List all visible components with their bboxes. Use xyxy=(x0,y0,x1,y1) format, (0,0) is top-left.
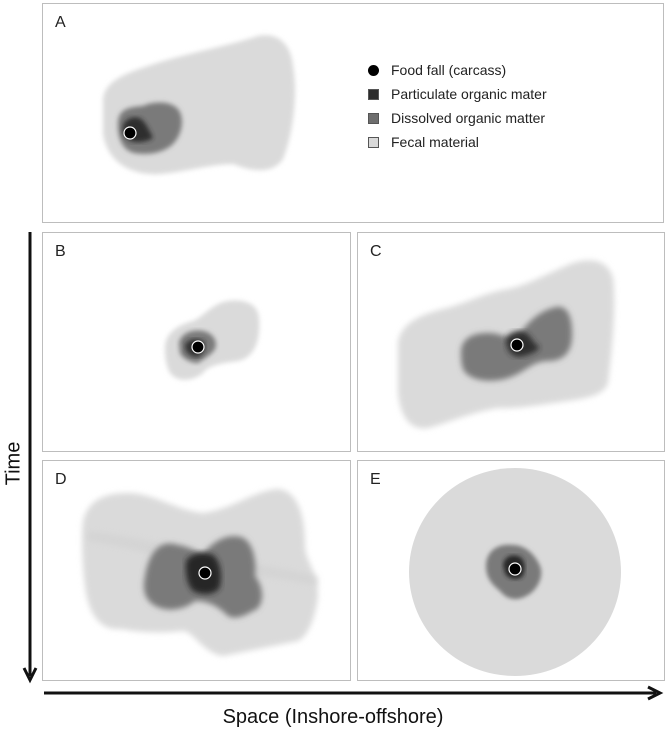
legend-item-dissolved: Dissolved organic matter xyxy=(368,106,547,130)
panel-b: B xyxy=(42,232,351,452)
dispersal-plume-a xyxy=(103,35,295,175)
legend-label: Dissolved organic matter xyxy=(391,110,546,126)
panel-label-e: E xyxy=(370,471,381,488)
panel-label-d: D xyxy=(55,471,67,488)
carcass-icon xyxy=(510,338,524,352)
panel-label-b: B xyxy=(55,243,66,260)
legend-label: Particulate organic mater xyxy=(391,86,547,102)
panel-e: E xyxy=(357,460,665,681)
legend-label: Fecal material xyxy=(391,134,479,150)
space-arrow-icon xyxy=(44,685,664,701)
carcass-icon xyxy=(508,562,522,576)
y-axis-label: Time xyxy=(2,441,25,486)
legend-item-food-fall: Food fall (carcass) xyxy=(368,58,547,82)
panel-d: D xyxy=(42,460,351,681)
circle-icon xyxy=(368,64,379,76)
legend-label: Food fall (carcass) xyxy=(391,62,507,78)
time-arrow-icon xyxy=(22,232,38,684)
panel-label-c: C xyxy=(370,243,382,260)
dispersal-plume-b xyxy=(165,300,260,380)
square-icon xyxy=(368,136,379,148)
square-icon xyxy=(368,88,379,100)
carcass-icon xyxy=(198,566,212,580)
panel-label-a: A xyxy=(55,14,66,31)
carcass-icon xyxy=(191,340,205,354)
panel-a: A Food fall (carcass) Particulate organi… xyxy=(42,3,664,223)
dispersal-plume-c xyxy=(398,260,615,429)
carcass-icon xyxy=(123,126,137,140)
legend-item-particulate: Particulate organic mater xyxy=(368,82,547,106)
panel-c: C xyxy=(357,232,665,452)
x-axis-label: Space (Inshore-offshore) xyxy=(222,706,444,728)
square-icon xyxy=(368,112,379,124)
dispersal-plume-e xyxy=(409,468,621,676)
legend-item-fecal: Fecal material xyxy=(368,130,547,154)
legend: Food fall (carcass) Particulate organic … xyxy=(368,58,547,154)
dispersal-plume-d xyxy=(82,489,318,656)
